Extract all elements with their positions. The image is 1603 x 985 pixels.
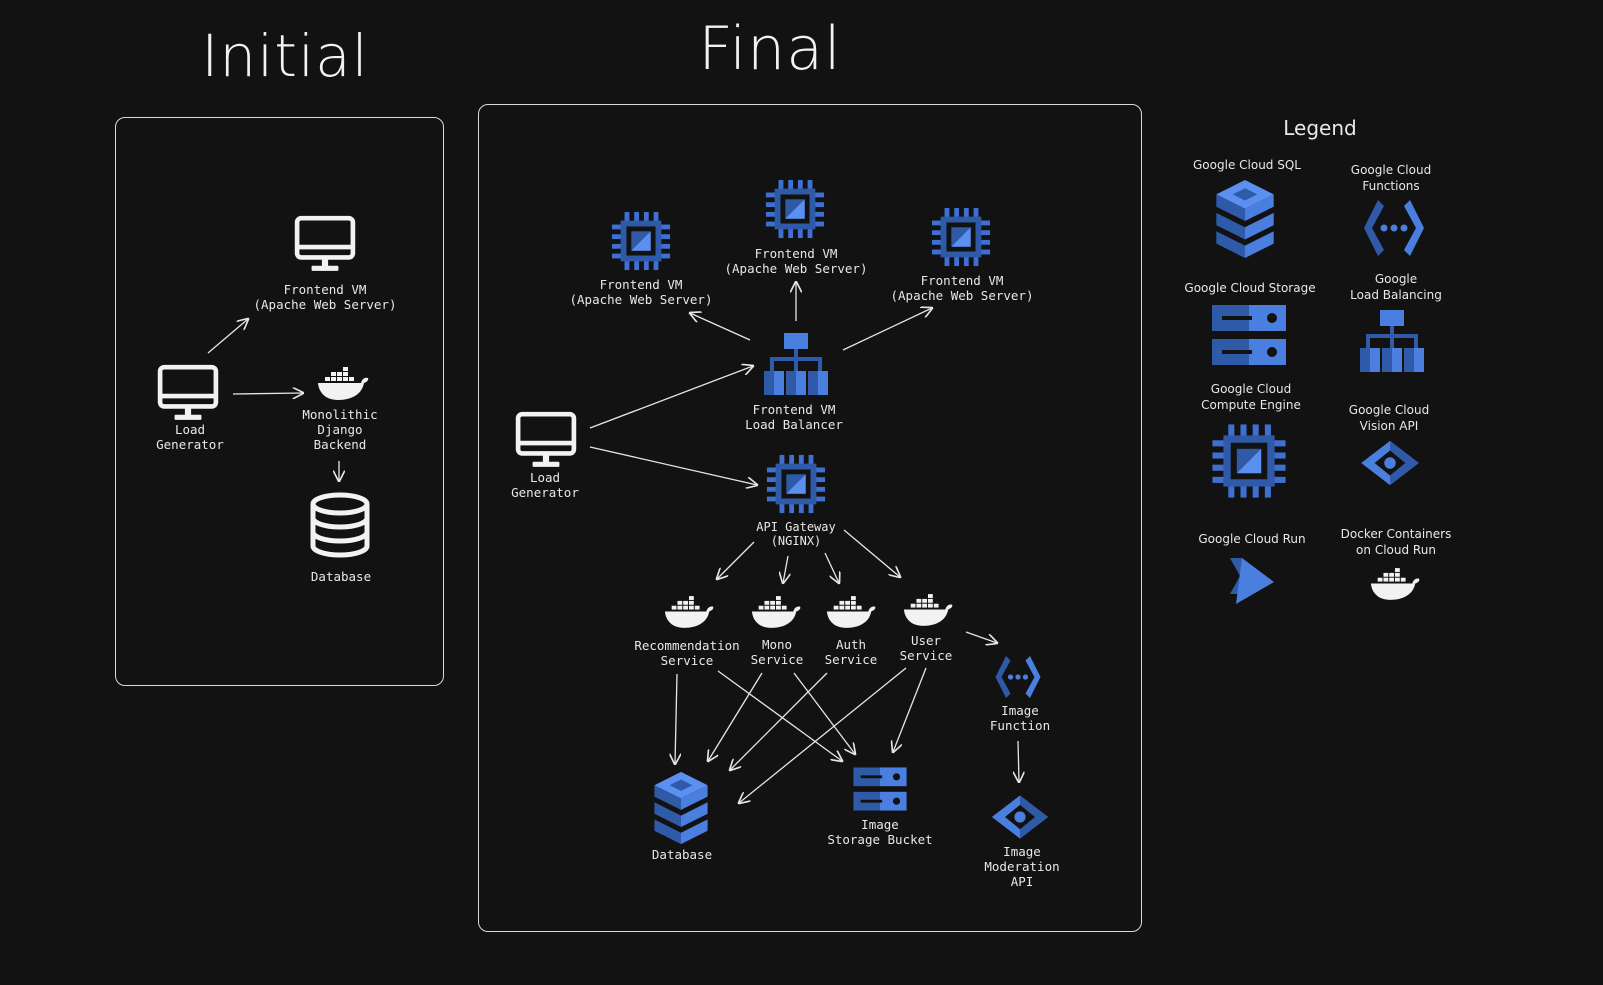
- final-frame: [478, 104, 1142, 932]
- frontend-vm-2-label: Frontend VM (Apache Web Server): [724, 246, 868, 276]
- storage-bucket-icon: [852, 766, 908, 812]
- arrow-user-to-function: [965, 631, 997, 643]
- load-balancer-label: Frontend VM Load Balancer: [745, 402, 843, 432]
- frontend-vm-monitor-icon: [294, 215, 356, 273]
- api-gateway-label: API Gateway (NGINX): [756, 520, 836, 548]
- arrow-gw-to-auth: [824, 552, 839, 583]
- cloud-storage-icon: [1210, 303, 1288, 367]
- legend-label-cloud-run: Google Cloud Run: [1198, 532, 1306, 546]
- legend-title: Legend: [1283, 116, 1357, 140]
- arrow-mono-to-db: [708, 672, 763, 761]
- initial-title: Initial: [201, 22, 369, 90]
- legend-label-docker-containers: Docker Containers on Cloud Run: [1340, 527, 1452, 557]
- vision-api-icon: [1359, 439, 1421, 487]
- arrow-rec-to-storage: [717, 670, 842, 761]
- arrow-gw-to-user: [843, 529, 900, 577]
- mono-docker-icon: [750, 592, 802, 631]
- auth-service-label: Auth Service: [824, 637, 878, 667]
- legend-label-cloud-storage: Google Cloud Storage: [1184, 281, 1316, 295]
- frontend-vm-1-compute-icon: [610, 210, 672, 272]
- recommendation-docker-icon: [663, 592, 715, 631]
- initial-load-generator-label: Load Generator: [156, 422, 224, 452]
- recommendation-service-label: Recommendation Service: [634, 638, 740, 668]
- legend-label-compute-engine: Google Cloud Compute Engine: [1201, 382, 1301, 412]
- load-generator-monitor-icon: [157, 364, 219, 422]
- api-gateway-compute-icon: [765, 453, 827, 515]
- legend-label-vision-api: Google Cloud Vision API: [1348, 403, 1430, 433]
- mono-service-label: Mono Service: [750, 637, 804, 667]
- arrow-auth-to-db: [730, 672, 828, 770]
- user-docker-icon: [902, 590, 954, 629]
- arrow-loadgen-to-gateway: [589, 446, 757, 485]
- load-balancer-icon: [762, 331, 830, 397]
- frontend-vm-2-compute-icon: [764, 178, 826, 240]
- arrow-loadgen-to-frontend: [207, 319, 248, 354]
- auth-docker-icon: [825, 592, 877, 631]
- image-function-icon: [994, 653, 1042, 701]
- frontend-vm-3-label: Frontend VM (Apache Web Server): [890, 273, 1034, 303]
- arrow-gw-to-recommendation: [717, 541, 755, 579]
- legend-label-cloud-functions: Google Cloud Functions: [1350, 163, 1432, 193]
- database-icon: [308, 492, 372, 558]
- initial-database-label: Database: [310, 569, 372, 584]
- final-load-generator-monitor-icon: [515, 411, 577, 469]
- initial-frontend-vm-label: Frontend VM (Apache Web Server): [253, 282, 397, 312]
- frontend-vm-1-label: Frontend VM (Apache Web Server): [569, 277, 713, 307]
- arrow-user-to-storage: [893, 667, 927, 752]
- moderation-api-label: Image Moderation API: [984, 844, 1060, 889]
- storage-bucket-label: Image Storage Bucket: [827, 817, 933, 847]
- cloud-run-icon: [1228, 556, 1278, 606]
- arrow-loadgen-to-backend: [232, 393, 303, 394]
- final-title: Final: [698, 14, 842, 84]
- image-function-label: Image Function: [989, 703, 1051, 733]
- final-database-label: Database: [651, 847, 713, 862]
- final-load-generator-label: Load Generator: [511, 470, 579, 500]
- cloud-functions-icon: [1362, 196, 1426, 260]
- arrow-function-to-moderation: [1018, 740, 1019, 782]
- docker-icon: [316, 363, 370, 403]
- legend-label-cloud-sql: Google Cloud SQL: [1193, 158, 1301, 172]
- initial-backend-label: Monolithic Django Backend: [302, 407, 378, 452]
- load-balancing-icon: [1358, 308, 1426, 374]
- compute-engine-icon: [1210, 422, 1288, 500]
- arrow-user-to-db: [739, 667, 907, 803]
- moderation-vision-icon: [990, 793, 1050, 841]
- legend-label-load-balancing: Google Load Balancing: [1350, 272, 1442, 302]
- docker-icon: [1369, 564, 1421, 603]
- arrow-lb-to-vm1: [690, 313, 751, 341]
- database-cloud-sql-icon: [652, 770, 710, 846]
- arrow-gw-to-mono: [783, 555, 788, 583]
- user-service-label: User Service: [899, 633, 953, 663]
- arrow-rec-to-db: [675, 673, 677, 764]
- arrow-lb-to-vm3: [842, 308, 932, 351]
- cloud-sql-icon: [1214, 178, 1276, 260]
- arrow-mono-to-storage: [793, 672, 855, 754]
- arrow-loadgen-to-lb: [589, 366, 753, 429]
- frontend-vm-3-compute-icon: [930, 206, 992, 268]
- initial-frame: [115, 117, 444, 686]
